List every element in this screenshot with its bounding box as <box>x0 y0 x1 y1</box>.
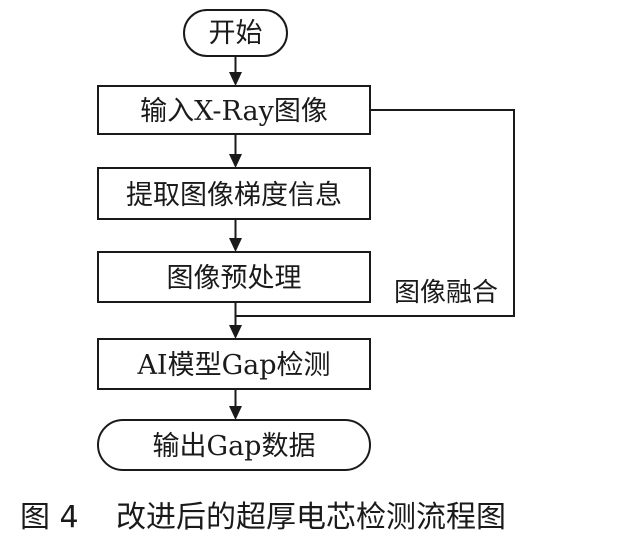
extract-gradient-label: 提取图像梯度信息 <box>126 180 342 211</box>
start-node: 开始 <box>183 9 288 57</box>
figure-number: 图 4 <box>20 500 79 535</box>
start-label: 开始 <box>209 18 263 49</box>
fusion-bypass-line <box>235 109 515 317</box>
arrow-preprocess-to-ai <box>229 302 242 339</box>
arrow-ai-to-output <box>229 389 242 420</box>
arrow-extract-to-preprocess <box>229 219 242 252</box>
preprocess-label: 图像预处理 <box>167 263 302 294</box>
arrow-start-to-input <box>229 56 242 86</box>
arrow-input-to-extract <box>229 134 242 168</box>
ai-detect-label: AI模型Gap检测 <box>136 350 330 381</box>
output-label: 输出Gap数据 <box>153 431 316 462</box>
preprocess-node: 图像预处理 <box>97 251 371 303</box>
ai-detect-node: AI模型Gap检测 <box>97 338 371 390</box>
input-xray-node: 输入X-Ray图像 <box>97 85 371 135</box>
figure-title: 改进后的超厚电芯检测流程图 <box>116 500 506 535</box>
output-node: 输出Gap数据 <box>97 419 371 471</box>
extract-gradient-node: 提取图像梯度信息 <box>97 167 371 220</box>
fusion-edge-label: 图像融合 <box>394 278 498 308</box>
input-xray-label: 输入X-Ray图像 <box>140 96 328 127</box>
